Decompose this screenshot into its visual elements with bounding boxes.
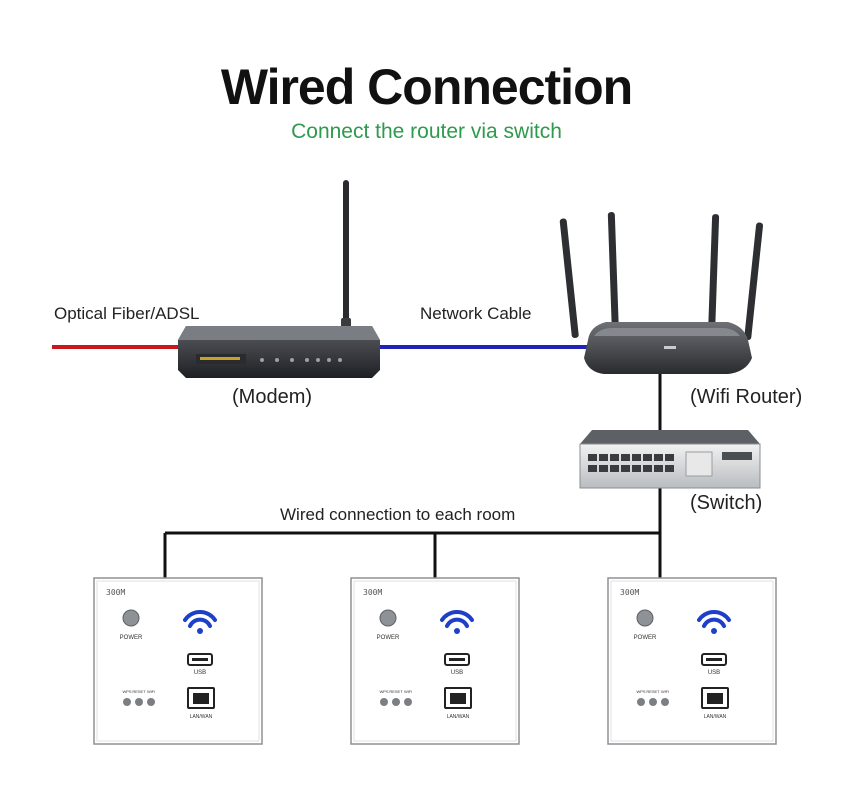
power-button-icon [122,609,140,627]
wifi-btn-label: WiFi [661,689,669,694]
wps-label: WPS [122,689,131,694]
lan-label: LAN/WAN [704,714,727,720]
modem-device [178,180,380,378]
led-indicators: WPS RESET WiFi [636,689,669,706]
wired-rooms-label: Wired connection to each room [280,505,516,524]
wall-panel-1: 300M POWER USB WPS RESET WiFi LAN/WAN [93,577,263,745]
usb-label: USB [194,670,206,676]
power-button-icon [379,609,397,627]
wifi-icon [697,610,731,628]
power-label: POWER [634,635,657,641]
lan-label: LAN/WAN [190,714,213,720]
wifi-btn-label: WiFi [147,689,155,694]
wps-label: WPS [636,689,645,694]
led-indicators: WPS RESET WiFi [379,689,412,706]
switch-label: (Switch) [690,492,763,514]
wifi-router-device [559,212,764,374]
panel-model-label: 300M [106,588,125,597]
panel-model-label: 300M [620,588,639,597]
page-subtitle: Connect the router via switch [291,120,562,143]
wifi-icon [183,610,217,628]
network-switch-device [579,430,761,489]
wifi-icon [440,610,474,628]
reset-label: RESET [646,689,660,694]
modem-label: (Modem) [232,386,313,408]
usb-label: USB [451,670,463,676]
panel-model-label: 300M [363,588,382,597]
wall-panel-3: 300M POWER USB WPS RESET WiFi LAN/WAN [607,577,777,745]
wps-label: WPS [379,689,388,694]
power-button-icon [636,609,654,627]
router-label: (Wifi Router) [690,386,803,408]
usb-label: USB [708,670,720,676]
power-label: POWER [120,635,143,641]
lan-label: LAN/WAN [447,714,470,720]
network-cable-label: Network Cable [420,304,532,323]
power-label: POWER [377,635,400,641]
reset-label: RESET [132,689,146,694]
fiber-label: Optical Fiber/ADSL [54,304,200,323]
wifi-btn-label: WiFi [404,689,412,694]
reset-label: RESET [389,689,403,694]
led-indicators: WPS RESET WiFi [122,689,155,706]
page-title: Wired Connection [220,59,633,115]
wall-panel-2: 300M POWER USB WPS RESET WiFi LAN/WAN [350,577,520,745]
